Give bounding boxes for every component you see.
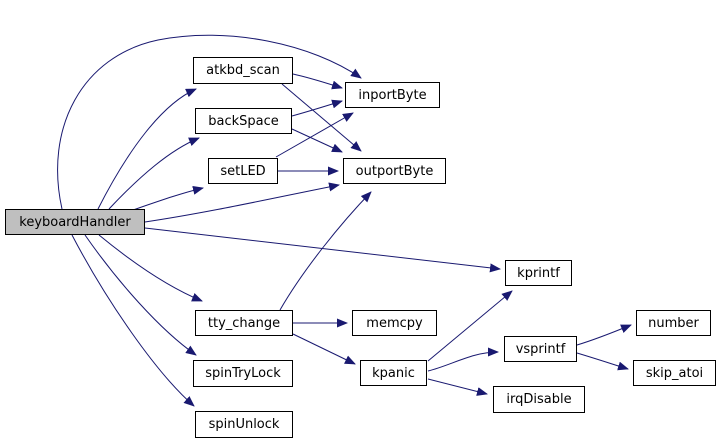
edge-tty_change-to-kpanic [292,333,356,365]
edge-keyboardHandler-to-spinUnlock [71,234,195,407]
edge-keyboardHandler-to-setLED [132,185,204,211]
edge-backSpace-to-outportByte [291,128,343,153]
edge-keyboardHandler-to-spinTryLock [84,234,197,356]
node-number[interactable]: number [636,310,711,336]
node-keyboardHandler[interactable]: keyboardHandler [5,209,145,235]
node-inportByte[interactable]: inportByte [345,82,440,108]
node-spinTryLock[interactable]: spinTryLock [193,360,293,387]
node-atkbd_scan[interactable]: atkbd_scan [193,57,293,84]
edge-kpanic-to-irqDisable [427,378,488,396]
edge-vsprintf-to-number [576,324,632,346]
edge-keyboardHandler-to-backSpace [108,137,200,210]
edge-tty_change-to-outportByte [279,191,372,311]
edge-kpanic-to-kprintf [427,290,513,362]
edge-keyboardHandler-to-atkbd_scan [97,88,197,210]
edge-kpanic-to-vsprintf [427,347,499,372]
edge-keyboardHandler-to-inportByte [57,34,362,210]
edge-vsprintf-to-skip_atoi [576,352,629,371]
edge-keyboardHandler-to-tty_change [98,234,203,302]
edge-backSpace-to-inportByte [291,99,343,117]
node-kprintf[interactable]: kprintf [505,260,572,286]
node-backSpace[interactable]: backSpace [195,108,292,134]
node-outportByte[interactable]: outportByte [343,158,446,184]
node-vsprintf[interactable]: vsprintf [504,336,577,362]
edge-atkbd_scan-to-outportByte [281,83,362,152]
node-irqDisable[interactable]: irqDisable [493,386,585,413]
node-tty_change[interactable]: tty_change [195,310,293,336]
node-spinUnlock[interactable]: spinUnlock [195,411,293,438]
edge-setLED-to-inportByte [275,112,354,158]
node-kpanic[interactable]: kpanic [360,360,427,386]
edge-atkbd_scan-to-inportByte [292,73,343,90]
node-setLED[interactable]: setLED [208,158,278,184]
edge-keyboardHandler-to-outportByte [144,182,340,223]
node-memcpy[interactable]: memcpy [352,310,437,336]
node-skip_atoi[interactable]: skip_atoi [633,360,716,386]
